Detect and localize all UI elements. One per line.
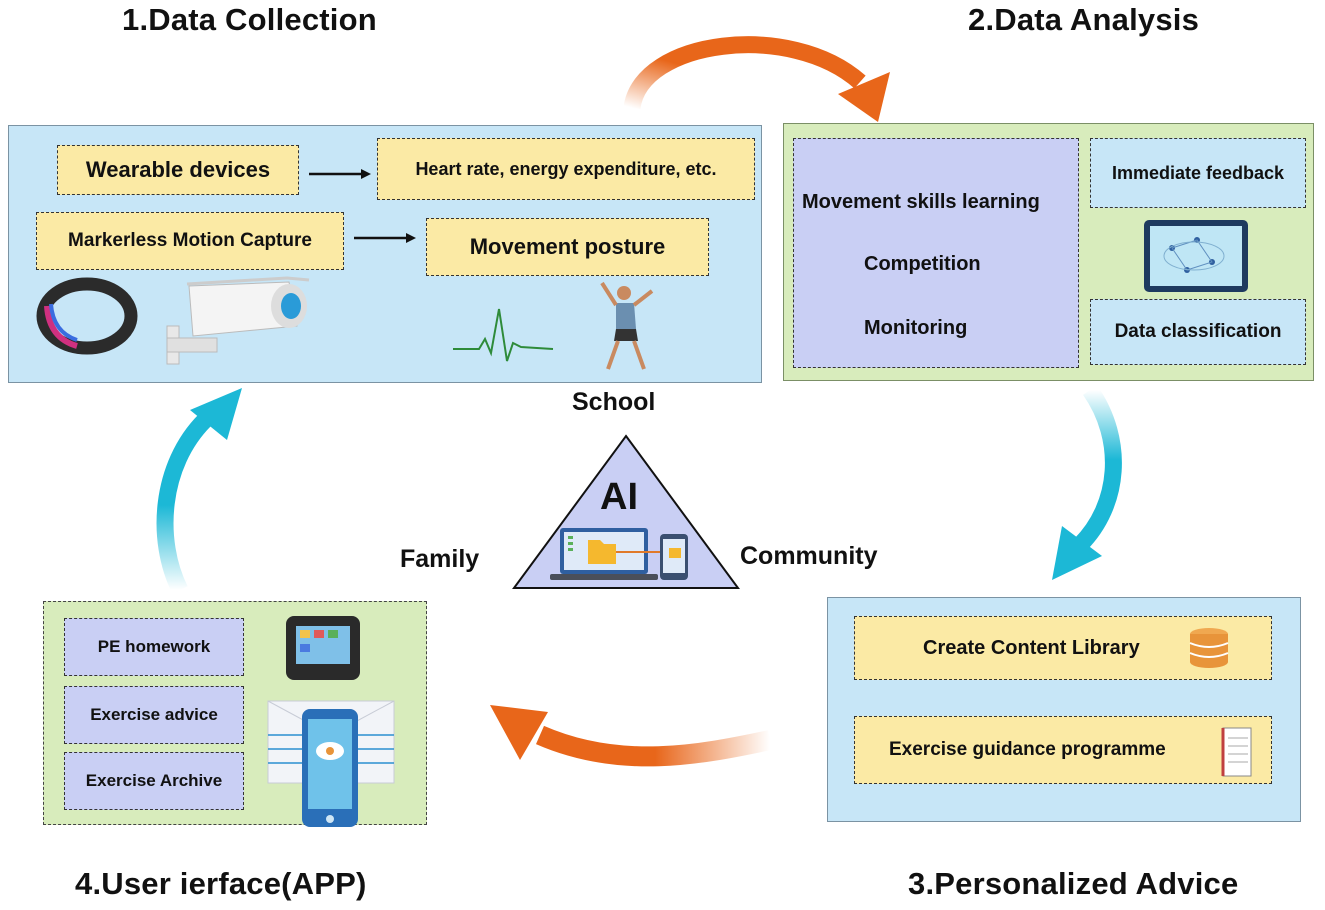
community-label: Community — [740, 542, 878, 570]
monitoring-label: Monitoring — [864, 317, 968, 339]
family-label: Family — [400, 545, 480, 573]
wearable-devices-box: Wearable devices — [57, 145, 299, 195]
panel-data-analysis: Movement skills learning Competition Mon… — [783, 123, 1314, 381]
arrow-analysis-to-advice — [1052, 385, 1122, 580]
panel-data-collection: Wearable devices Heart rate, energy expe… — [8, 125, 762, 383]
arrow-app-to-collection — [156, 388, 242, 594]
laptop-folder-icon — [550, 528, 688, 580]
panel-user-interface: PE homework Exercise advice Exercise Arc… — [43, 601, 427, 827]
movement-skills-label: Movement skills learning — [802, 191, 1040, 213]
ai-label: AI — [600, 476, 638, 518]
immediate-feedback-box: Immediate feedback — [1090, 138, 1306, 208]
smartphone-cloud-icon — [267, 700, 395, 827]
title-user-interface: 4.User ierface(APP) — [75, 866, 367, 901]
data-tablet-icon — [1144, 220, 1248, 292]
panel-personalized-advice: Create Content Library Exercise guidance… — [827, 597, 1301, 822]
heartbeat-line-icon — [453, 308, 554, 362]
pe-homework-box: PE homework — [64, 618, 244, 676]
data-classification-box: Data classification — [1090, 299, 1306, 365]
title-data-analysis: 2.Data Analysis — [968, 2, 1200, 37]
collection-arrows — [309, 169, 416, 243]
markerless-capture-box: Markerless Motion Capture — [36, 212, 344, 270]
exercise-archive-box: Exercise Archive — [64, 752, 244, 810]
smart-band-icon — [36, 277, 138, 355]
analysis-tasks-box: Movement skills learning Competition Mon… — [793, 138, 1079, 368]
ai-triangle — [512, 434, 740, 589]
exercising-woman-icon — [600, 281, 654, 370]
title-personalized-advice: 3.Personalized Advice — [908, 866, 1239, 901]
arrow-advice-to-app — [490, 705, 773, 767]
handheld-terminal-icon — [286, 616, 360, 680]
title-data-collection: 1.Data Collection — [122, 2, 377, 37]
school-label: School — [572, 388, 656, 416]
exercise-advice-box: Exercise advice — [64, 686, 244, 744]
security-camera-icon — [166, 276, 310, 365]
notebook-icon — [1221, 727, 1252, 777]
heart-rate-box: Heart rate, energy expenditure, etc. — [377, 138, 755, 200]
arrow-collection-to-analysis — [623, 36, 890, 122]
movement-posture-box: Movement posture — [426, 218, 709, 276]
database-icon — [1189, 628, 1229, 668]
competition-label: Competition — [864, 253, 981, 275]
guidance-programme-box: Exercise guidance programme — [854, 716, 1272, 784]
